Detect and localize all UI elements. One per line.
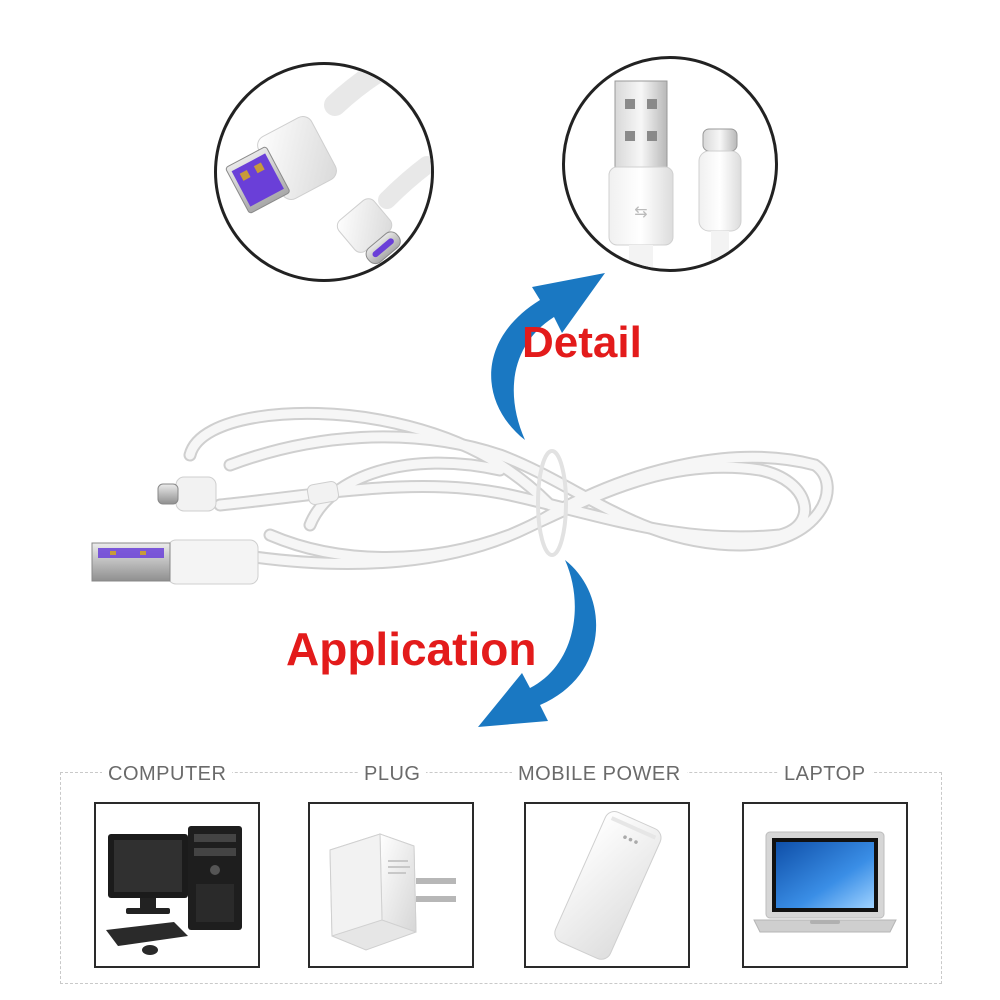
card-laptop	[742, 802, 908, 968]
plug-icon	[329, 833, 456, 951]
card-mobile-power	[524, 802, 690, 968]
category-label-laptop: LAPTOP	[778, 760, 872, 788]
card-computer	[94, 802, 260, 968]
detail-circle-usb-a-typec-white: ⇆	[562, 56, 778, 272]
arrow-down-application-icon	[478, 560, 597, 727]
application-section-frame	[60, 772, 942, 984]
category-label-mobile-power: MOBILE POWER	[512, 760, 687, 788]
laptop-icon	[753, 831, 897, 933]
application-label: Application	[286, 623, 537, 675]
detail-label: Detail	[522, 318, 642, 367]
power-bank-icon	[554, 811, 662, 960]
cable-product-image	[91, 406, 834, 585]
computer-icon	[106, 826, 242, 955]
usb-a-typec-illustration	[225, 65, 431, 265]
category-label-plug: PLUG	[358, 760, 427, 788]
svg-text:⇆: ⇆	[634, 202, 647, 221]
usb-white-illustration: ⇆	[608, 80, 742, 269]
detail-circle-usb-a-typec	[214, 62, 434, 282]
arrow-up-detail-icon	[491, 273, 605, 440]
category-label-computer: COMPUTER	[102, 760, 233, 788]
card-plug	[308, 802, 474, 968]
